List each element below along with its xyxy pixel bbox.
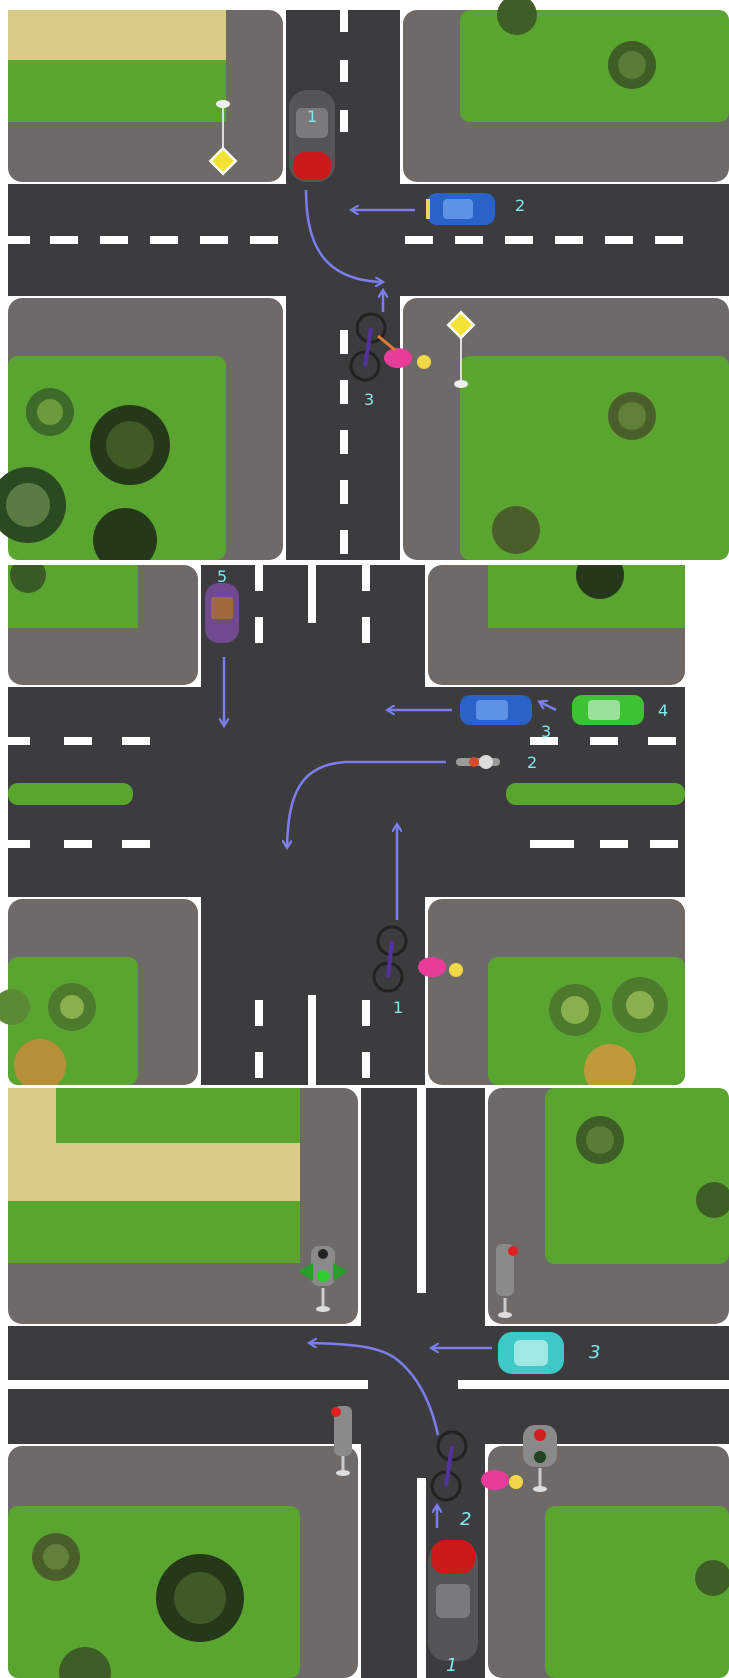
- participant-label: 1: [307, 107, 317, 126]
- lawn-ne: [545, 1088, 729, 1264]
- scene-3-panel: 3 2 1: [0, 1088, 729, 1678]
- participant-label: 5: [217, 567, 227, 586]
- scene-2-panel: 5 4 3 2 1: [0, 565, 729, 1085]
- participant-label: 4: [658, 701, 668, 720]
- car-1-icon: [428, 1540, 478, 1661]
- median-west: [8, 783, 133, 805]
- lawn-ne: [460, 10, 729, 122]
- scene-3-diagram: 3 2 1: [0, 1088, 729, 1678]
- car-3-icon: [498, 1332, 564, 1374]
- car-4-icon: [572, 695, 644, 725]
- participant-label: 3: [541, 722, 551, 741]
- car-3-icon: [460, 695, 532, 725]
- scene-2-diagram: 5 4 3 2 1: [0, 565, 729, 1085]
- scene-1-diagram: 1 2 3: [0, 0, 729, 560]
- participant-label: 1: [446, 1655, 457, 1676]
- median-east: [506, 783, 685, 805]
- car-5-icon: [205, 583, 239, 643]
- lawn-se: [545, 1506, 729, 1678]
- participant-label: 1: [393, 998, 403, 1017]
- sand-patch: [8, 10, 226, 60]
- lawn-sw: [8, 1506, 300, 1678]
- participant-label: 3: [589, 1342, 600, 1363]
- participant-label: 2: [527, 753, 537, 772]
- participant-label: 2: [515, 196, 525, 215]
- participant-label: 2: [460, 1509, 471, 1530]
- sand-patch: [8, 1143, 300, 1201]
- car-2-icon: [426, 193, 495, 225]
- participant-label: 3: [364, 390, 374, 409]
- car-1-icon: [289, 90, 335, 182]
- scene-1-panel: 1 2 3: [0, 0, 729, 560]
